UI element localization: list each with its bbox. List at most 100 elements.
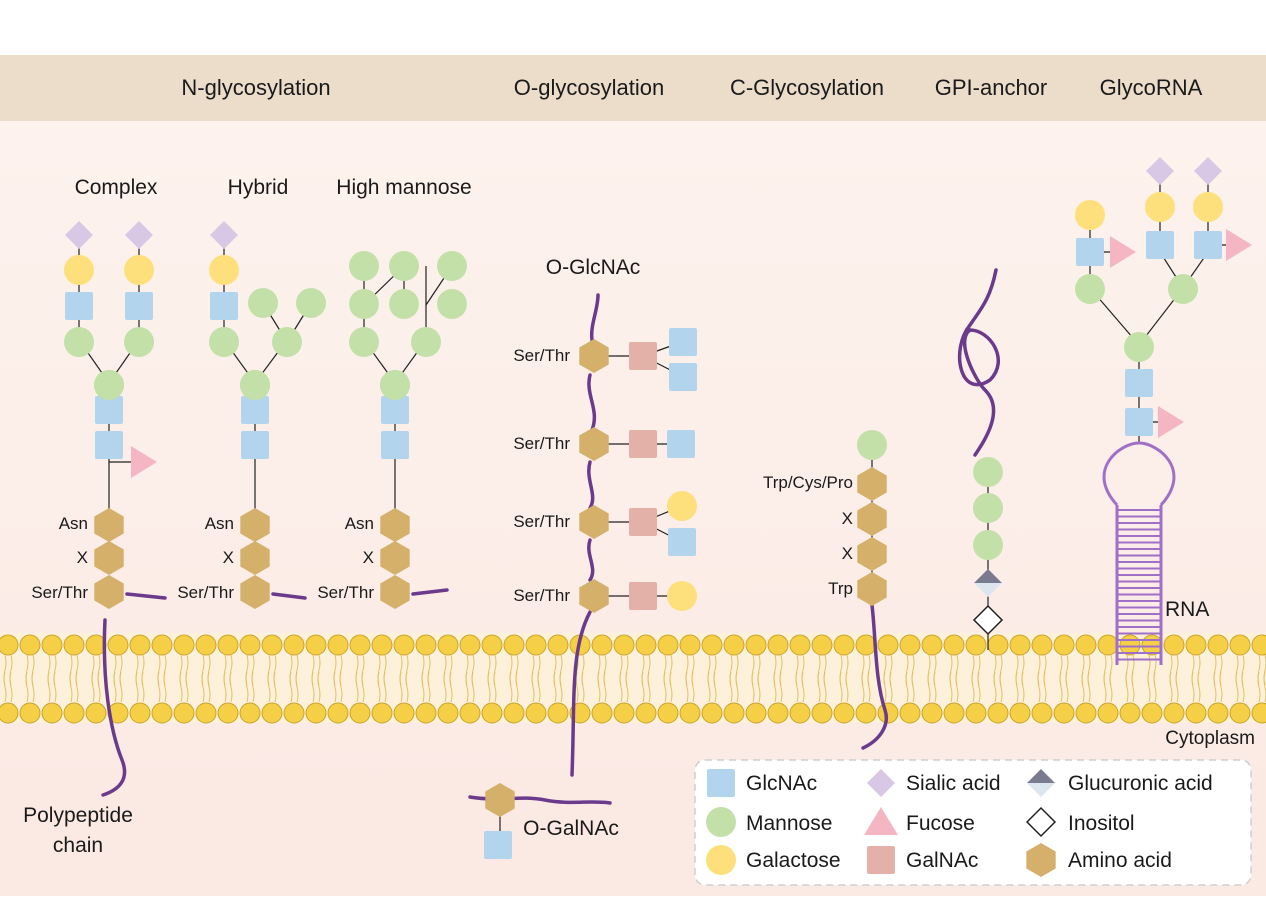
lipid-head-outer: [767, 634, 789, 656]
lipid-head-outer: [0, 634, 19, 656]
lipid-tail-bottom: [471, 671, 475, 703]
rna-base-pairs: [1117, 509, 1161, 661]
label-high-mannose: High mannose: [336, 176, 471, 199]
lipid-head-outer: [921, 634, 943, 656]
mannose-circle: [437, 289, 467, 319]
label-o-serthr-2: Ser/Thr: [513, 434, 570, 453]
galactose-circle: [124, 255, 154, 285]
sialic-acid-diamond: [1146, 157, 1174, 185]
glcnac-square: [210, 292, 238, 320]
galnac-square: [629, 342, 657, 370]
lipid-tails: [3, 654, 1266, 703]
glcnac-square: [1125, 369, 1153, 397]
lipid-tail-bottom: [75, 671, 79, 703]
lipid-tail-bottom: [999, 671, 1003, 703]
mannose-circle: [349, 327, 379, 357]
lipid-head-inner: [921, 702, 943, 724]
lipid-head-inner: [217, 702, 239, 724]
lipid-head-outer: [415, 634, 437, 656]
amino-acid-hexagon: [380, 508, 410, 542]
label-trp: Trp: [828, 579, 853, 598]
amino-acid-hexagon: [857, 467, 887, 501]
lipid-tail-bottom: [801, 671, 805, 703]
amino-acid-hexagon: [579, 579, 609, 613]
lipid-tail-bottom: [641, 671, 645, 703]
lipid-tail-bottom: [911, 671, 915, 703]
glucuronic-acid-top: [974, 569, 1002, 583]
lipid-head-outer: [943, 634, 965, 656]
lipid-head-outer: [217, 634, 239, 656]
glycan-symbols: [64, 157, 1252, 859]
lipid-head-inner: [261, 702, 283, 724]
lipid-tail-bottom: [839, 671, 843, 703]
lipid-head-outer: [1251, 634, 1266, 656]
legend-inositol: Inositol: [1068, 812, 1135, 835]
mannose-circle: [389, 251, 419, 281]
lipid-head-outer: [371, 634, 393, 656]
mannose-circle: [240, 370, 270, 400]
lipid-tail-bottom: [663, 671, 667, 703]
lipid-tail-bottom: [405, 671, 409, 703]
lipid-tail-bottom: [867, 671, 871, 703]
lipid-tail-bottom: [1241, 671, 1245, 703]
mannose-circle: [209, 327, 239, 357]
lipid-tail-bottom: [377, 671, 381, 703]
label-o-serthr-1: Ser/Thr: [513, 346, 570, 365]
glcnac-square: [241, 396, 269, 424]
lipid-tail-bottom: [729, 671, 733, 703]
lipid-tail-bottom: [515, 671, 519, 703]
label-o-galnac: O-GalNAc: [523, 817, 619, 840]
amino-acid-hexagon: [240, 508, 270, 542]
galactose-circle: [706, 845, 736, 875]
lipid-tail-bottom: [487, 671, 491, 703]
lipid-tail-bottom: [735, 671, 739, 703]
lipid-tail-bottom: [25, 671, 29, 703]
sialic-acid-diamond: [65, 221, 93, 249]
lipid-head-inner: [459, 702, 481, 724]
lipid-tail-bottom: [91, 671, 95, 703]
lipid-head-inner: [811, 702, 833, 724]
label-x-3: X: [363, 548, 374, 567]
lipid-head-outer: [1163, 634, 1185, 656]
mannose-circle: [248, 288, 278, 318]
label-asn-2: Asn: [205, 514, 234, 533]
lipid-tail-bottom: [135, 671, 139, 703]
label-o-glcnac: O-GlcNAc: [546, 256, 641, 279]
lipid-head-outer: [41, 634, 63, 656]
lipid-tail-bottom: [1153, 671, 1157, 703]
rna-hairpin: [1102, 441, 1176, 665]
lipid-tail-bottom: [1087, 671, 1091, 703]
glucuronic-acid-top: [1027, 769, 1055, 783]
lipid-head-outer: [591, 634, 613, 656]
label-asn-3: Asn: [345, 514, 374, 533]
c-glycan-chain: [861, 603, 888, 750]
lipid-head-outer: [349, 634, 371, 656]
lipid-tail-bottom: [443, 671, 447, 703]
lipid-tail-bottom: [201, 671, 205, 703]
lipid-head-inner: [767, 702, 789, 724]
lipid-tail-bottom: [47, 671, 51, 703]
glcnac-square: [95, 431, 123, 459]
lipid-head-inner: [855, 702, 877, 724]
lipid-head-outer: [1097, 634, 1119, 656]
lipid-head-outer: [283, 634, 305, 656]
lipid-tail-bottom: [773, 671, 777, 703]
lipid-tail-bottom: [713, 671, 717, 703]
fucose-triangle: [1226, 229, 1252, 261]
mannose-circle: [64, 327, 94, 357]
lipid-tail-bottom: [1037, 671, 1041, 703]
lipid-tail-bottom: [537, 671, 541, 703]
lipid-tail-bottom: [1103, 671, 1107, 703]
lipid-head-inner: [195, 702, 217, 724]
lipid-head-inner: [679, 702, 701, 724]
lipid-head-outer: [151, 634, 173, 656]
label-hybrid: Hybrid: [228, 176, 289, 199]
label-o-serthr-3: Ser/Thr: [513, 512, 570, 531]
mannose-circle: [272, 327, 302, 357]
amino-acid-hexagon: [1026, 843, 1056, 877]
label-complex: Complex: [75, 176, 158, 199]
lipid-tail-bottom: [383, 671, 387, 703]
header-n-glycosylation: N-glycosylation: [181, 75, 330, 100]
legend-galnac: GalNAc: [906, 849, 978, 872]
